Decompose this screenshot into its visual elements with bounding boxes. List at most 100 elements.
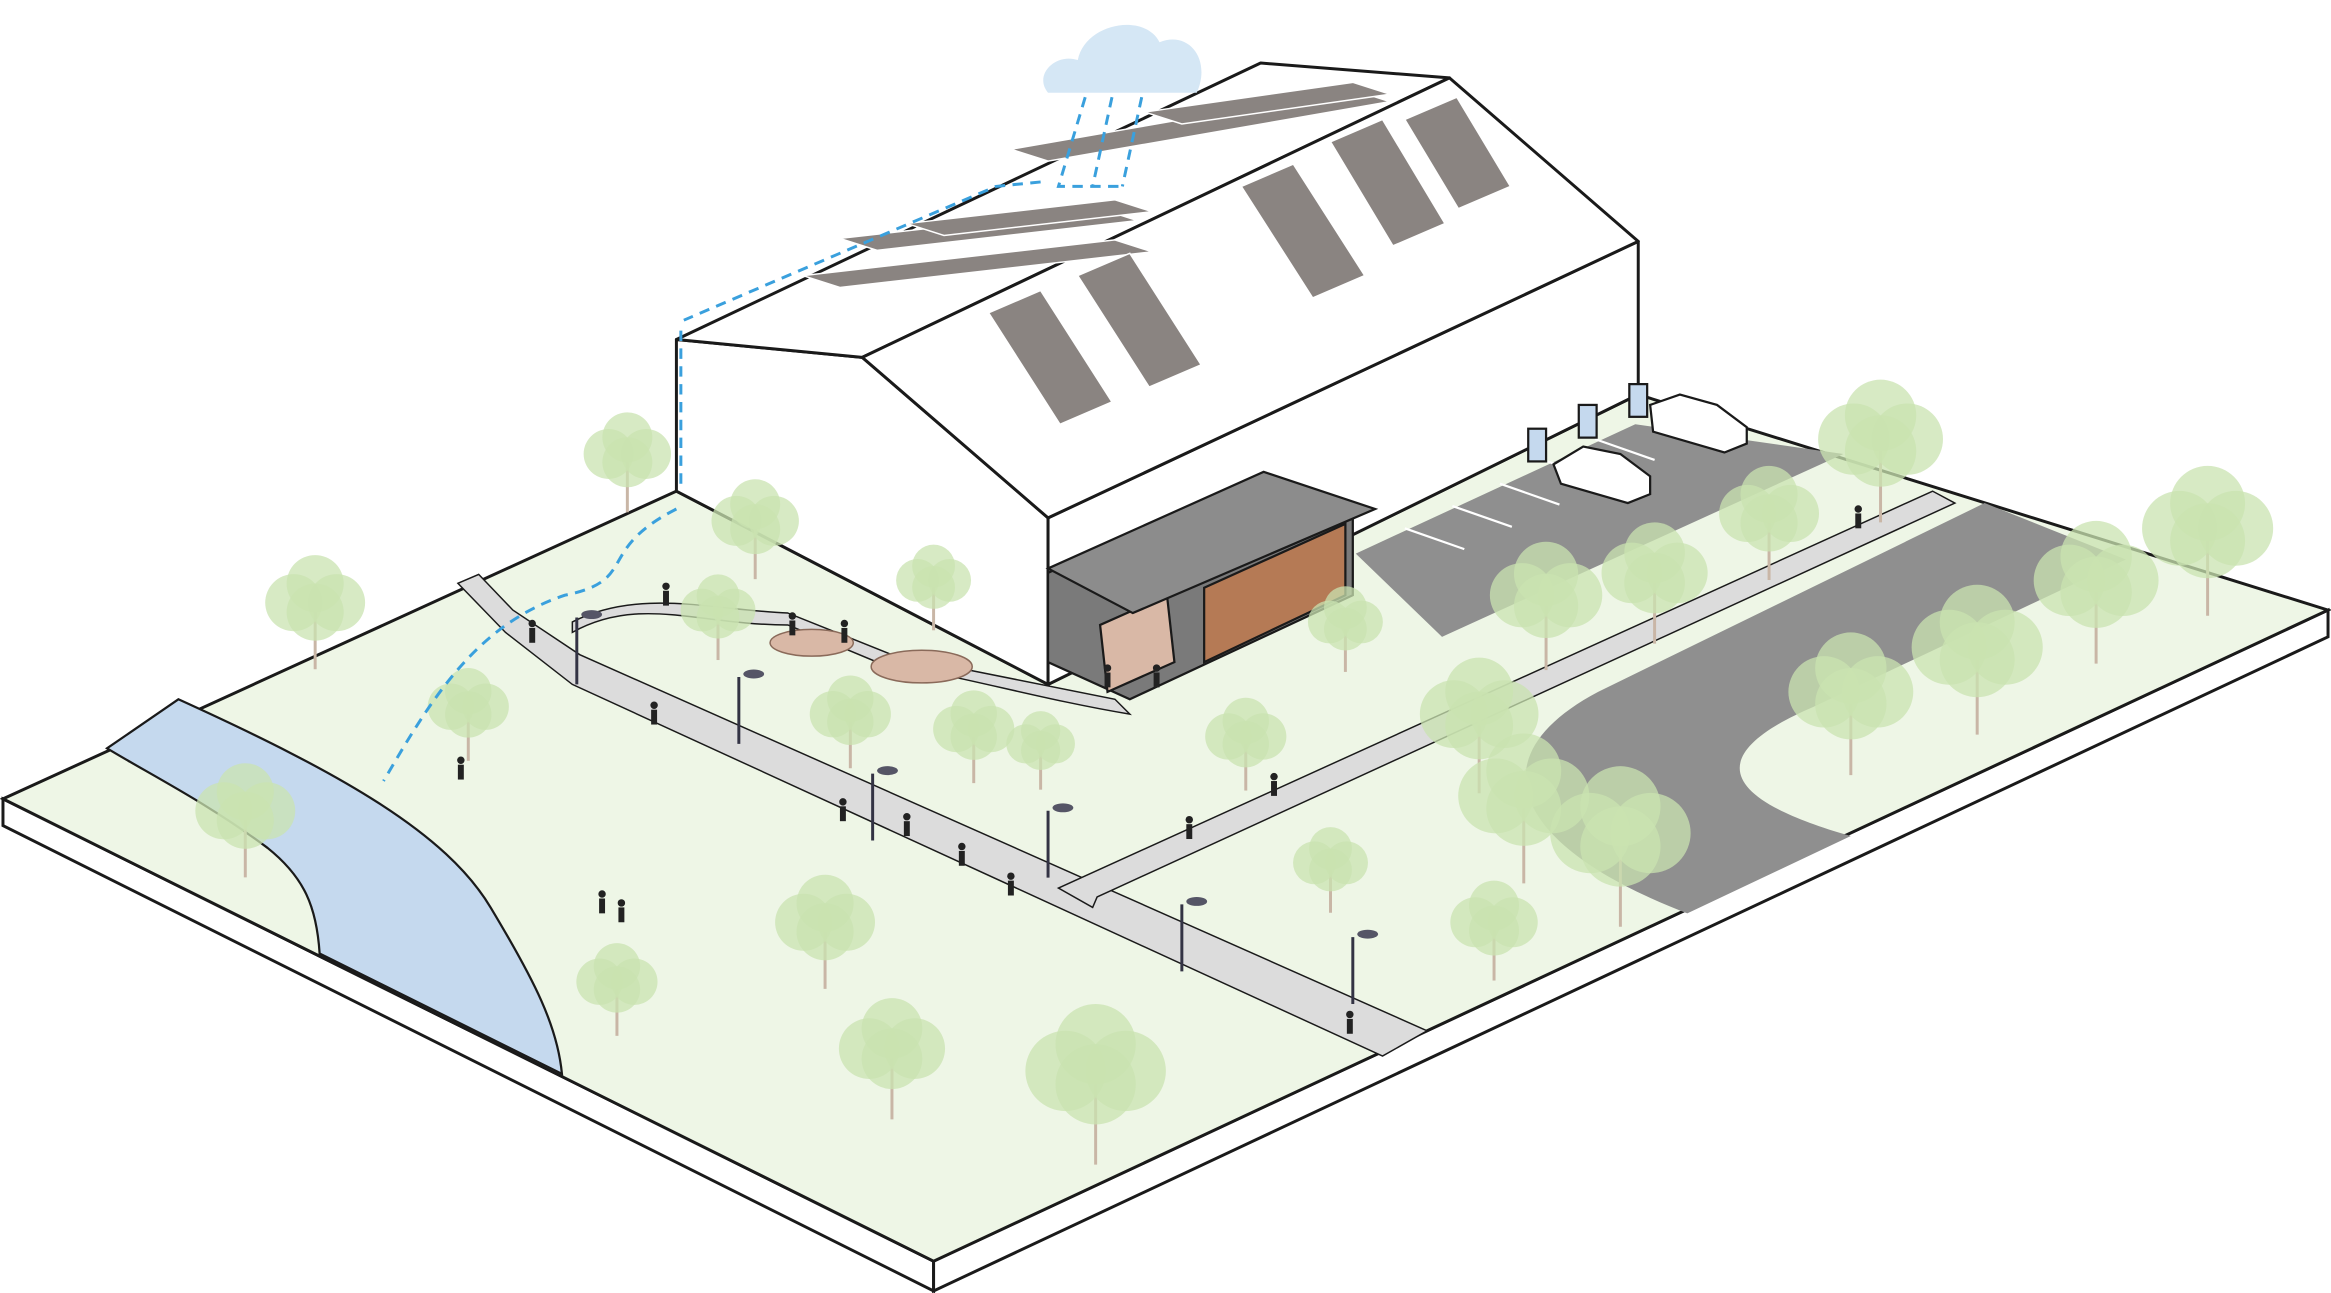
- tree-canopy: [1513, 573, 1579, 639]
- person: [617, 899, 626, 923]
- tree: [1006, 711, 1075, 790]
- tree: [1205, 697, 1287, 791]
- tree: [583, 412, 672, 513]
- solar-panel-array: [1240, 163, 1366, 299]
- tree-canopy: [1486, 770, 1562, 846]
- plaza: [870, 649, 973, 684]
- main-path: [456, 573, 1429, 1057]
- solar-panel-array: [802, 239, 1153, 289]
- solar-panels: [802, 81, 1512, 426]
- tree: [896, 544, 972, 631]
- ev-charging: [1527, 382, 1748, 505]
- tree-canopy: [1055, 1044, 1136, 1125]
- tree-canopy: [286, 583, 344, 641]
- tree-canopy: [1939, 622, 2015, 698]
- tree-canopy: [1624, 552, 1685, 614]
- tree-canopy: [602, 437, 653, 488]
- person-head: [1346, 1010, 1354, 1019]
- person-body: [651, 709, 658, 725]
- tree: [265, 555, 366, 670]
- person: [958, 842, 966, 866]
- person-head: [1152, 664, 1161, 672]
- tree-canopy: [1222, 720, 1269, 768]
- person-body: [903, 821, 910, 837]
- person-body: [599, 898, 606, 914]
- person: [1185, 815, 1194, 840]
- tree: [1719, 465, 1820, 581]
- person: [839, 798, 847, 822]
- solar-panel-array: [1329, 118, 1447, 247]
- parking-line: [1452, 504, 1513, 528]
- tree-canopy: [912, 566, 955, 609]
- person: [788, 612, 797, 636]
- person-head: [617, 899, 626, 907]
- person: [662, 582, 670, 606]
- tree-canopy: [950, 713, 997, 760]
- tree: [1025, 1004, 1166, 1165]
- person: [1270, 772, 1278, 796]
- tree: [933, 690, 1015, 784]
- person: [650, 701, 658, 725]
- person: [1152, 664, 1161, 688]
- tree: [1307, 586, 1383, 672]
- person: [1346, 1010, 1354, 1034]
- lamp-head: [1052, 803, 1074, 813]
- tree: [1601, 522, 1708, 644]
- solar-panel-array: [987, 289, 1114, 426]
- person-body: [958, 850, 965, 866]
- rainwater-flow-arrows: [382, 96, 1144, 782]
- tree: [576, 943, 658, 1036]
- solar-panel: [1329, 118, 1447, 247]
- person-head: [1185, 815, 1194, 824]
- person-body: [663, 590, 669, 606]
- tree-canopy: [2170, 503, 2246, 579]
- street-lamp: [1046, 803, 1074, 878]
- tree: [1419, 657, 1539, 794]
- ev-charger: [1628, 382, 1649, 418]
- tree-canopy: [1021, 730, 1061, 771]
- tree-canopy: [216, 791, 274, 849]
- tree: [2033, 520, 2159, 664]
- ground-slab: [0, 392, 2331, 1293]
- street-lamp: [1351, 929, 1379, 1005]
- parking-lot: [1355, 424, 1844, 637]
- tree-canopy: [1844, 415, 1917, 487]
- solar-panel: [802, 239, 1153, 289]
- tree: [1911, 584, 2043, 735]
- tree: [1293, 827, 1368, 913]
- parking-line: [1404, 527, 1465, 551]
- person-head: [788, 612, 797, 620]
- tree: [1818, 379, 1943, 523]
- tree: [838, 998, 946, 1120]
- person-body: [618, 907, 625, 923]
- solar-panel: [1144, 81, 1391, 125]
- person-body: [1153, 672, 1160, 688]
- person-head: [1103, 664, 1112, 672]
- person-head: [1854, 505, 1862, 513]
- electric-car: [1552, 445, 1652, 505]
- solar-panel-array: [1144, 81, 1391, 125]
- parking-line: [1499, 482, 1560, 506]
- tree-canopy: [730, 504, 781, 555]
- person: [1103, 664, 1112, 688]
- trees: [195, 379, 2274, 1165]
- tree: [711, 479, 799, 580]
- person-head: [958, 842, 966, 851]
- lamp-head: [1186, 896, 1208, 906]
- tree-canopy: [1815, 668, 1887, 740]
- street-lamp: [1180, 896, 1208, 972]
- tree: [2142, 465, 2274, 616]
- person: [1007, 872, 1015, 896]
- tree-canopy: [827, 698, 874, 746]
- tree: [1550, 766, 1691, 927]
- tree-canopy: [861, 1028, 923, 1090]
- solar-panel-array: [1076, 252, 1203, 389]
- tree: [1458, 733, 1590, 884]
- person-head: [840, 619, 849, 628]
- solar-panel-array: [1403, 96, 1512, 210]
- tree-canopy: [796, 903, 854, 961]
- person-head: [662, 582, 670, 591]
- person-body: [1346, 1018, 1353, 1034]
- solar-panel-array: [906, 199, 1153, 237]
